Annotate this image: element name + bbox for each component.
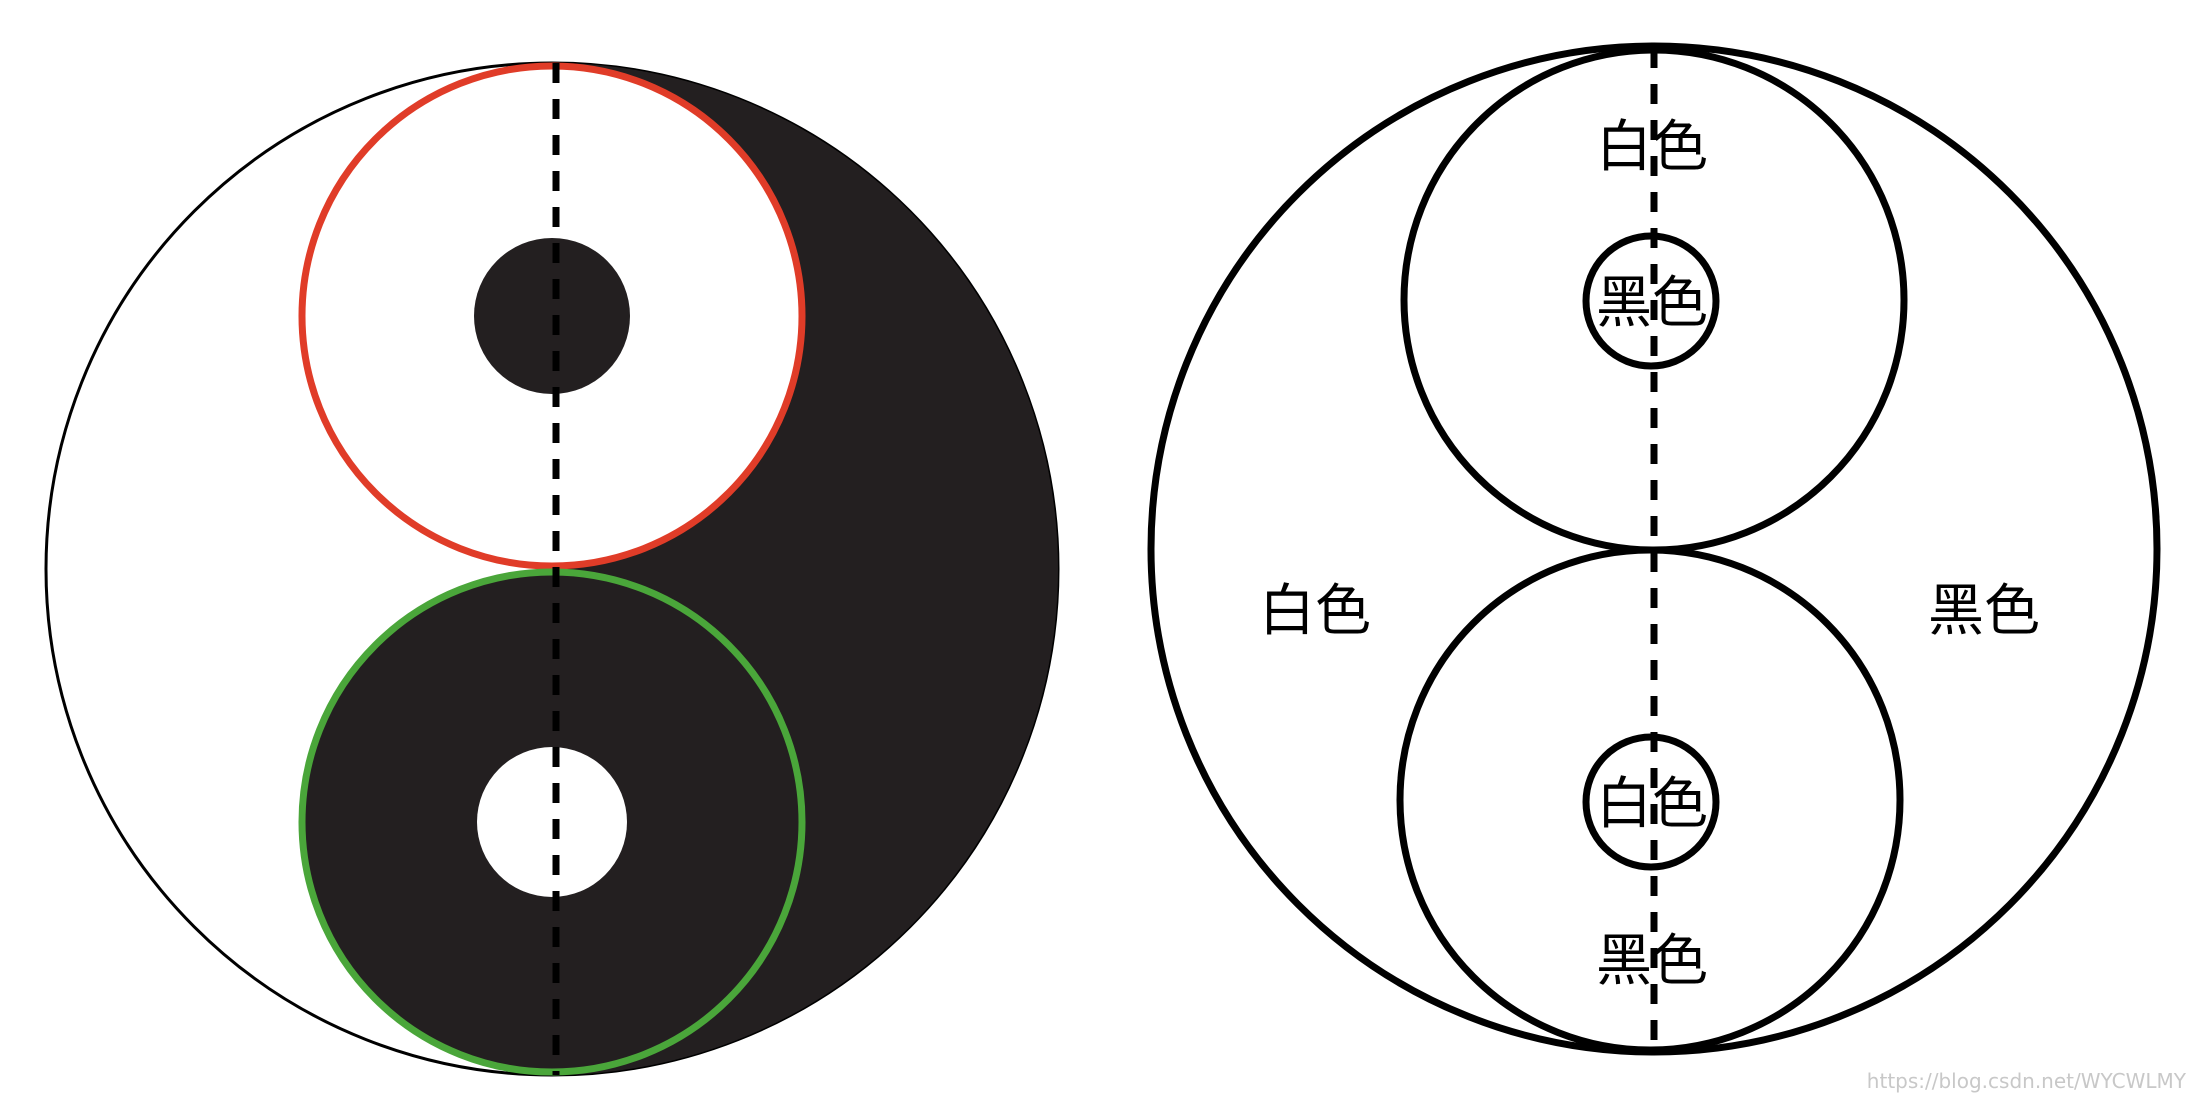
left-bottom-white-dot [477,747,627,897]
watermark-text: https://blog.csdn.net/WYCWLMY [1867,1069,2187,1093]
left-lower-green-circle [298,568,806,1076]
label-bottom-small-white: 白色 [1596,772,1708,837]
label-left-white: 白色 [1259,579,1371,644]
right-lower-circle [1396,546,1904,1054]
left-top-black-dot [474,238,630,394]
label-right-black: 黑色 [1928,579,2040,644]
left-upper-red-circle [298,62,806,570]
label-bottom-black: 黑色 [1596,929,1708,994]
left-yin-yang [44,61,1060,1077]
right-labels: 白色 黑色 白色 黑色 白色 黑色 [1259,115,2040,994]
right-construction [1147,42,2161,1056]
label-top-white: 白色 [1596,115,1708,180]
label-top-small-black: 黑色 [1596,271,1708,336]
